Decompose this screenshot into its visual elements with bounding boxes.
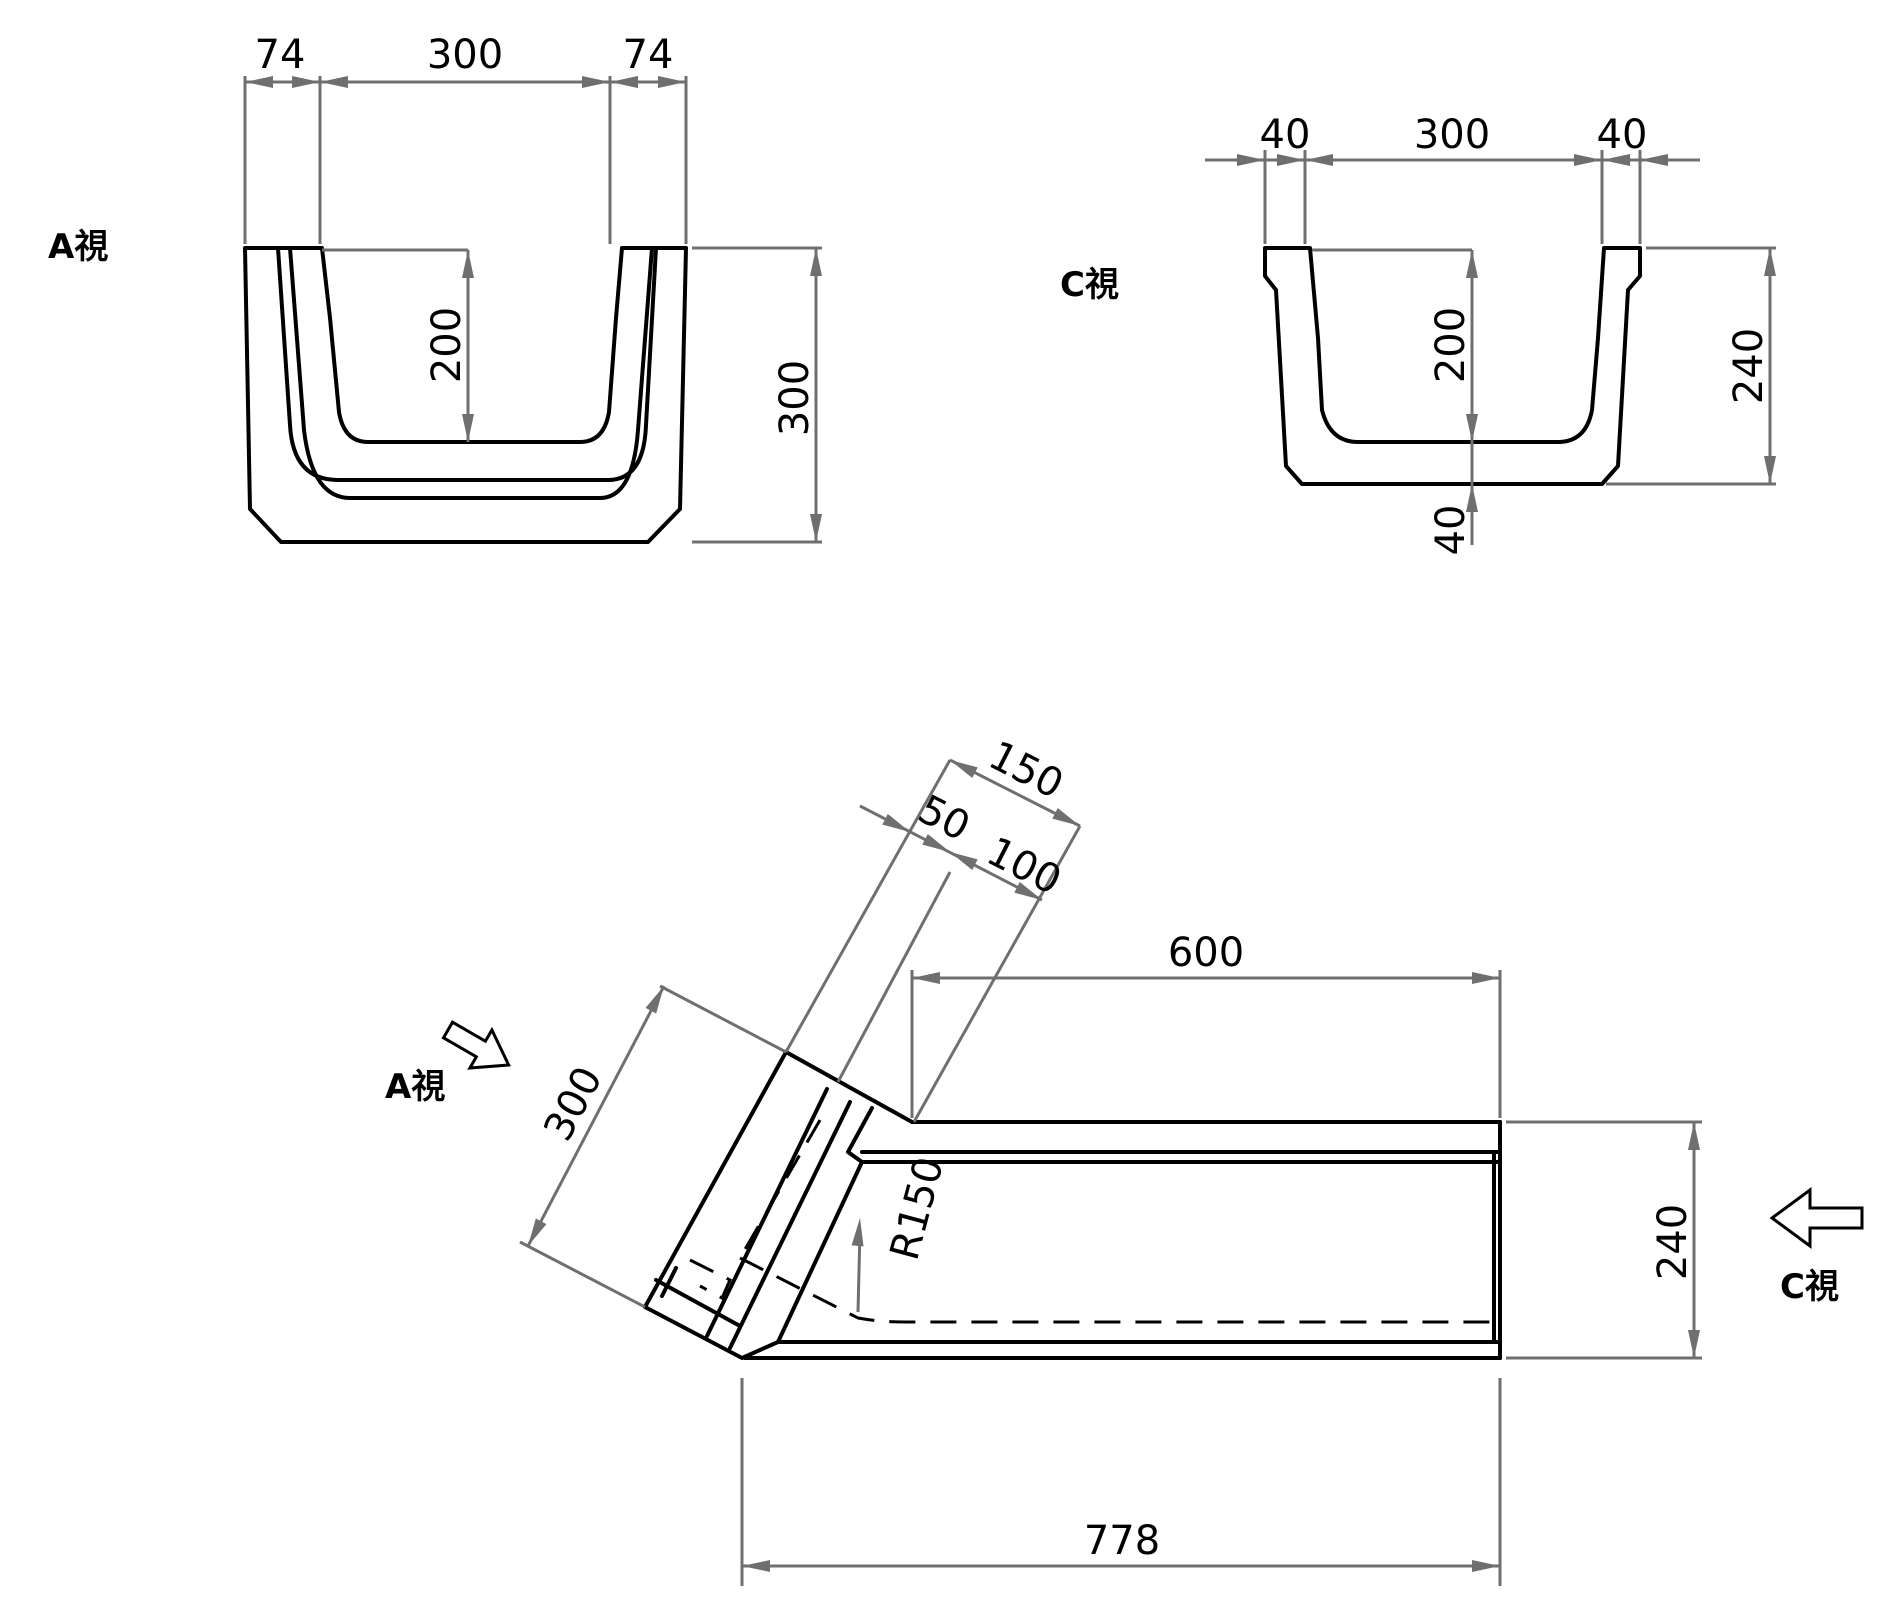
- view-c-direction-arrow-icon: [1769, 1187, 1864, 1249]
- view-a-dim-inner-depth: 200: [424, 307, 470, 383]
- plan-dim-branch-length: 300: [535, 1059, 611, 1148]
- plan-dim-overall-length: 778: [1084, 1518, 1160, 1564]
- view-c-label: C視: [1060, 265, 1119, 305]
- view-a-dimensions: 74 300 74 200 300: [243, 32, 822, 544]
- view-a-arrow: A視: [385, 1020, 511, 1107]
- plan-dim-straight-length: 600: [1168, 930, 1244, 976]
- plan-view-outline: [643, 1050, 1502, 1360]
- view-a-dim-overall-height: 300: [772, 360, 818, 436]
- plan-view-hidden-lines: [689, 1119, 1494, 1324]
- plan-dim-height: 240: [1650, 1204, 1696, 1280]
- view-c-dim-right-wall: 40: [1597, 112, 1648, 158]
- view-c-dim-bottom-thickness: 40: [1428, 505, 1474, 556]
- view-a-section: A視 74 300 74: [48, 32, 822, 544]
- view-c-dim-inner-width: 300: [1414, 112, 1490, 158]
- plan-view-a-label: A視: [385, 1067, 445, 1107]
- view-a-label: A視: [48, 227, 108, 267]
- view-c-section: C視 40 300 40 200 40: [1060, 112, 1776, 555]
- view-c-dim-left-wall: 40: [1260, 112, 1311, 158]
- view-a-dim-right-wall: 74: [623, 32, 674, 78]
- plan-dim-bend-radius: R150: [882, 1152, 953, 1264]
- plan-view-c-label: C視: [1780, 1267, 1839, 1307]
- plan-view-dimensions: 150 50 100 600 300 R150: [519, 733, 1702, 1586]
- view-a-dim-left-wall: 74: [255, 32, 306, 78]
- view-a-outline: [243, 246, 688, 544]
- view-c-dim-overall-height: 240: [1726, 328, 1772, 404]
- view-a-dim-inner-width: 300: [427, 32, 503, 78]
- view-c-outline: [1263, 246, 1642, 486]
- view-a-direction-arrow-icon: [441, 1020, 511, 1070]
- plan-view: A視 C視: [385, 733, 1864, 1586]
- view-c-dimensions: 40 300 40 200 40 240: [1205, 112, 1776, 555]
- plan-dim-branch-offset: 50: [911, 786, 977, 850]
- view-c-dim-inner-depth: 200: [1428, 307, 1474, 383]
- view-c-arrow: C視: [1769, 1187, 1864, 1307]
